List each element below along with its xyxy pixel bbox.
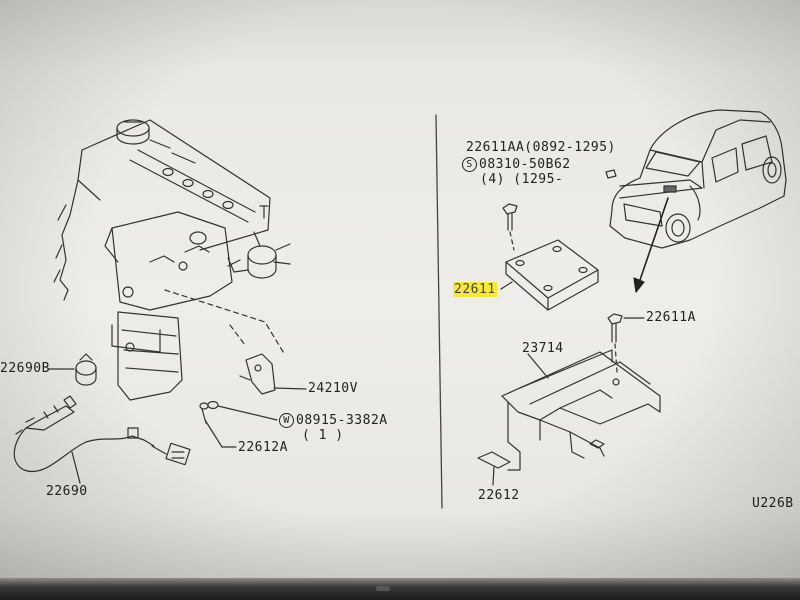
mounting-bracket-illustration: [477, 349, 661, 486]
ecm-module-illustration: [500, 239, 599, 311]
part-label-23714: 23714: [522, 341, 564, 356]
part-label-22612a: 22612A: [238, 440, 288, 455]
part-qty-08915: ( 1 ): [302, 428, 344, 443]
part-label-22611: 22611: [453, 282, 497, 297]
part-label-22612: 22612: [478, 488, 520, 503]
washer-bolt-illustration: [199, 400, 278, 448]
bracket-24210v-illustration: [239, 353, 307, 395]
part-label-22611a: 22611A: [646, 310, 696, 325]
part-label-22611aa: 22611AA(0892-1295): [466, 140, 616, 155]
bolt-22611aa-illustration: [502, 203, 518, 251]
engine-illustration: [53, 119, 291, 401]
oxygen-sensor-illustration: [13, 395, 191, 484]
screw-symbol: S: [462, 157, 477, 172]
sensor-boss-illustration: [47, 353, 97, 386]
washer-symbol: W: [279, 413, 294, 428]
car-illustration: [605, 109, 787, 249]
part-label-22690b: 22690B: [0, 361, 50, 376]
part-qty-08310: (4) (1295-: [480, 172, 564, 187]
part-code-08915: 08915-3382A: [296, 413, 388, 428]
location-arrow: [633, 197, 669, 293]
highlighted-part-number: 22611: [453, 282, 497, 297]
part-label-22690: 22690: [46, 484, 88, 499]
part-code-08310: 08310-50B62: [479, 157, 571, 172]
diagram-code: U226B: [752, 496, 794, 511]
bolt-22611a-illustration: [607, 313, 645, 373]
power-led: [376, 586, 390, 591]
divider-line: [435, 114, 443, 509]
monitor-bezel: [0, 578, 800, 600]
part-label-24210v: 24210V: [308, 381, 358, 396]
